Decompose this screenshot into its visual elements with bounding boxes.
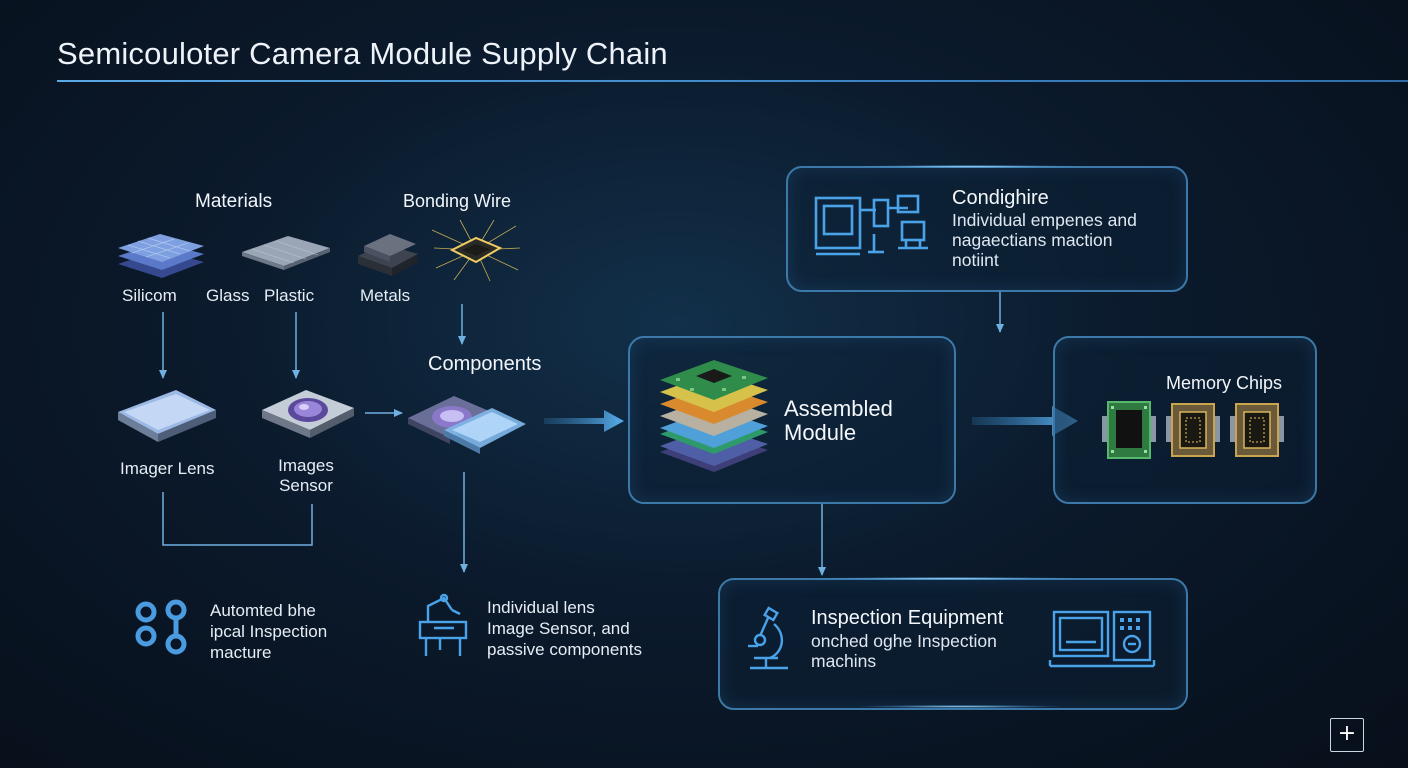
inspection-computer-icon [1048,610,1156,668]
material-silicon-label: Silicom [122,286,177,305]
page-title: Semicouloter Camera Module Supply Chain [57,36,668,71]
individual-line2: Image Sensor, and [487,619,630,638]
individual-line3: passive components [487,640,642,659]
condighire-desc-line1: Individual empenes and [952,210,1137,230]
glass-plate-icon [242,236,330,270]
condighire-title: Condighire [952,187,1049,209]
inspection-equipment-title: Inspection Equipment [811,607,1004,629]
memory-chips-icon [1102,401,1284,459]
expand-button[interactable]: + [1330,718,1364,752]
automated-line3: macture [210,643,272,662]
imager-lens-icon [118,390,216,442]
metal-blocks-icon [358,234,418,276]
components-icon [408,396,526,454]
bonding-chip-icon [431,219,521,282]
inspection-description: onched oghe Inspection machins [811,631,997,671]
material-plastic-label: Plastic [264,286,315,305]
images-sensor-line1: Images [278,456,334,475]
assembled-line1: Assembled [784,396,893,421]
title-divider [57,80,1408,82]
memory-chips-title: Memory Chips [1166,373,1283,393]
optical-inspection-icon [135,599,187,655]
individual-components-text: Individual lens Image Sensor, and passiv… [487,597,642,660]
assembled-line2: Module [784,420,857,445]
assembly-robot-icon [418,593,468,656]
condighire-description: Individual empenes and nagaectians macti… [952,210,1137,270]
material-glass-label: Glass [206,286,250,305]
inspection-glow-bottom [860,705,1060,708]
pcb-stack-icon [660,360,768,472]
fat-arrow-to-memory [972,406,1078,436]
condighire-desc-line3: notiint [952,250,999,270]
images-sensor-label: Images Sensor [266,456,346,496]
inspection-glow-top [820,577,1080,580]
machine-schematic-icon [814,194,928,256]
automated-line1: Automted bhe [210,601,316,620]
images-sensor-line2: Sensor [279,476,333,495]
inspection-desc-line2: machins [811,651,877,671]
automated-line2: ipcal Inspection [210,622,328,641]
bonding-wire-heading: Bonding Wire [403,191,512,211]
bracket-lens-sensor [162,492,313,546]
individual-line1: Individual lens [487,598,595,617]
assembled-module-label: Assembled Module [784,397,893,445]
imager-lens-label: Imager Lens [120,459,215,478]
silicon-wafer-icon [118,234,204,278]
condighire-glow [860,165,1080,168]
components-heading: Components [428,353,542,375]
image-sensor-icon [262,390,354,438]
condighire-desc-line2: nagaectians maction [952,230,1113,250]
microscope-icon [748,606,788,670]
material-metals-label: Metals [360,286,411,305]
inspection-desc-line1: onched oghe Inspection [811,631,997,651]
fat-arrow-to-assembled [544,410,624,432]
automated-inspection-text: Automted bhe ipcal Inspection macture [210,600,327,663]
materials-heading: Materials [195,191,273,212]
inspection-equipment-card[interactable] [718,578,1188,710]
